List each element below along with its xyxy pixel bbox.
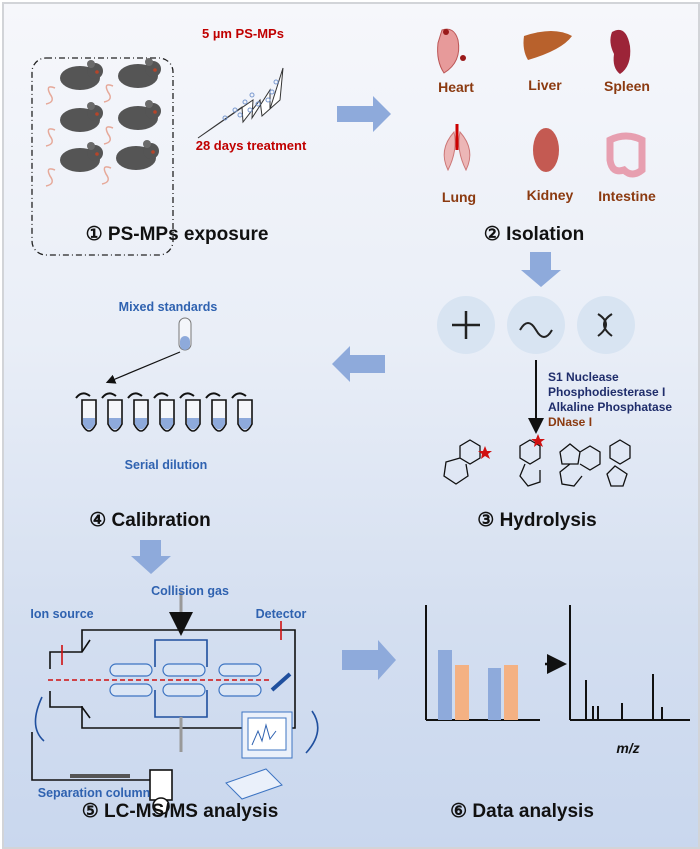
spleen-icon bbox=[610, 29, 631, 74]
step-1-title: ① PS-MPs exposure bbox=[85, 224, 269, 245]
dilution-tube-icon bbox=[179, 392, 201, 432]
modification-star-icon bbox=[531, 434, 545, 447]
intestine-icon bbox=[606, 132, 646, 178]
dilution-tube-icon bbox=[153, 392, 175, 432]
organ-label-liver: Liver bbox=[528, 77, 562, 93]
microplastic-particles bbox=[222, 79, 279, 121]
step-4-title: ④ Calibration bbox=[89, 510, 211, 531]
bar-blue bbox=[488, 668, 501, 720]
organ-icons bbox=[437, 28, 646, 178]
dilution-arrow bbox=[105, 351, 181, 384]
lung-icon bbox=[443, 130, 471, 172]
enzyme-label: Phosphodiesterase I bbox=[548, 385, 666, 399]
organ-label-heart: Heart bbox=[438, 79, 474, 95]
liver-icon bbox=[523, 31, 572, 60]
mouse-icon bbox=[45, 102, 103, 147]
enzyme-label: Alkaline Phosphatase bbox=[548, 400, 673, 414]
detector-label: Detector bbox=[255, 607, 307, 621]
dna-helix-icon bbox=[597, 313, 613, 337]
arrow-right-2 bbox=[342, 640, 396, 680]
dilution-tube-icon bbox=[231, 392, 253, 432]
organ-label-lung: Lung bbox=[441, 189, 477, 205]
standard-tube-icon bbox=[178, 317, 192, 351]
particle-label: 5 µm PS-MPs bbox=[202, 26, 284, 41]
duration-label: 28 days treatment bbox=[195, 138, 307, 153]
bar-orange bbox=[455, 665, 469, 720]
bar-orange bbox=[504, 665, 518, 720]
modification-star-icon bbox=[478, 446, 492, 459]
quadrupole-rods bbox=[109, 663, 262, 697]
kidney-icon bbox=[533, 128, 559, 172]
mixed-standards-label: Mixed standards bbox=[118, 300, 218, 314]
step-6-title: ⑥ Data analysis bbox=[450, 801, 594, 822]
ion-source-label: Ion source bbox=[30, 607, 94, 621]
organ-label-kidney: Kidney bbox=[526, 187, 574, 203]
arrow-right-1 bbox=[337, 96, 391, 132]
enzyme-label: DNase I bbox=[548, 415, 593, 429]
arrow-left-1 bbox=[332, 346, 385, 382]
collision-gas-label: Collision gas bbox=[151, 584, 229, 598]
dilution-tube-icon bbox=[75, 392, 97, 432]
step-5-title: ⑤ LC-MS/MS analysis bbox=[81, 801, 279, 822]
detector-icon bbox=[270, 672, 292, 692]
rna-strand-icon bbox=[519, 322, 553, 338]
dilution-tubes bbox=[75, 392, 253, 432]
organ-label-intestine: Intestine bbox=[598, 188, 656, 204]
nucleic-acid-icons bbox=[437, 296, 635, 354]
nucleoside-structures bbox=[443, 439, 631, 487]
dilution-tube-icon bbox=[205, 392, 227, 432]
step-2-title: ② Isolation bbox=[483, 224, 585, 245]
bar-chart bbox=[425, 605, 540, 721]
serial-dilution-label: Serial dilution bbox=[124, 458, 208, 472]
mass-spectrometer bbox=[31, 592, 319, 815]
dilution-tube-icon bbox=[127, 392, 149, 432]
mice-group-box bbox=[31, 57, 174, 256]
mouse-icons bbox=[45, 57, 162, 187]
particle-lightning-icon bbox=[197, 67, 284, 139]
spectrum-xlabel: m/z bbox=[616, 740, 640, 756]
enzyme-label: S1 Nuclease bbox=[548, 370, 619, 384]
nucleotide-icon bbox=[452, 311, 480, 339]
arrow-down-2 bbox=[131, 540, 171, 574]
step-3-title: ③ Hydrolysis bbox=[477, 510, 597, 531]
organ-label-spleen: Spleen bbox=[604, 78, 650, 94]
arrow-down-1 bbox=[521, 252, 561, 287]
bar-blue bbox=[438, 650, 452, 720]
separation-column-label: Separation column bbox=[37, 786, 151, 800]
computer-icon bbox=[225, 711, 293, 800]
dilution-tube-icon bbox=[101, 392, 123, 432]
mass-spectrum bbox=[569, 605, 690, 721]
heart-icon bbox=[437, 28, 460, 74]
